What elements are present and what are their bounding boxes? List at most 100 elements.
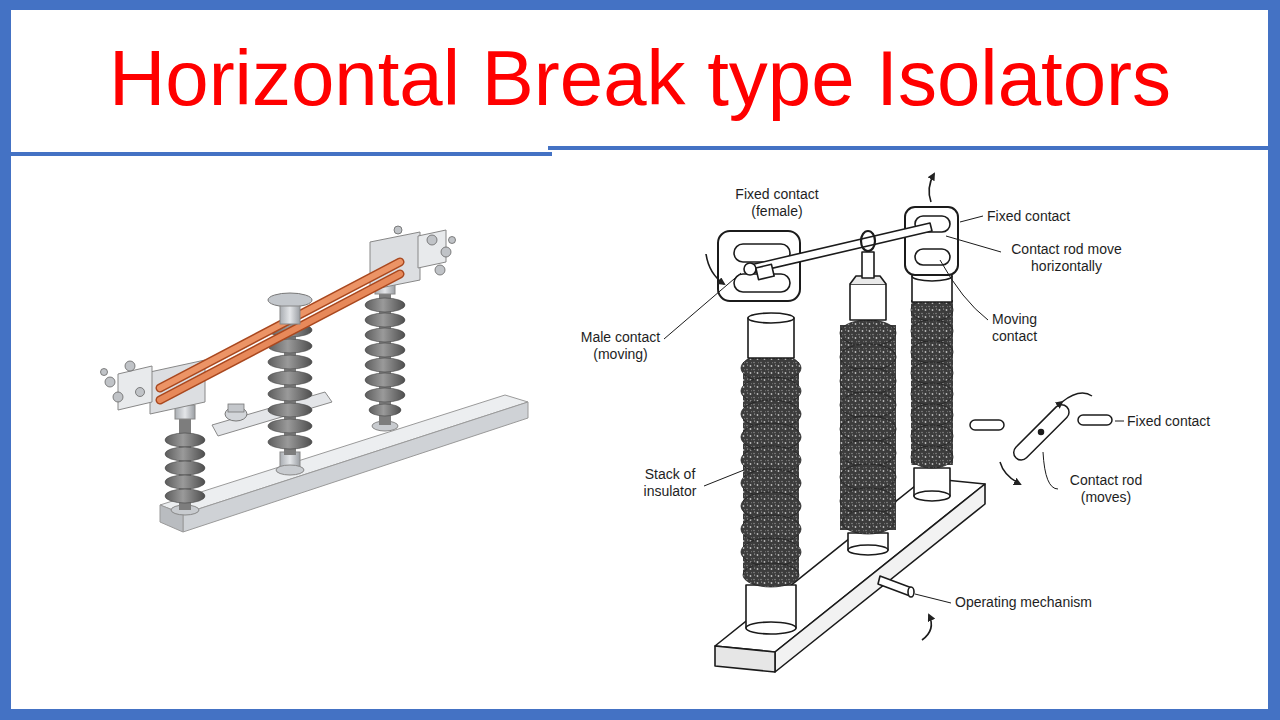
- isolator-line-drawing-part: [840, 325, 896, 530]
- label-holder: Contact rod (moves): [1061, 472, 1151, 506]
- isolator-render-part-part: [365, 313, 405, 327]
- isolator-render-part-part: [365, 343, 405, 357]
- isolator-render-part: [101, 361, 145, 402]
- isolator-render-part-part: [165, 433, 205, 447]
- contact-inset-sketch-part: [1000, 462, 1020, 484]
- isolator-line-drawing-part: [744, 263, 756, 275]
- isolator-line-drawing-part: [905, 207, 958, 275]
- contact-inset-sketch-part: [970, 420, 1004, 430]
- isolator-line-drawing-part: [861, 231, 875, 251]
- isolator-render-part-part: [160, 274, 400, 400]
- isolator-render-part-part: [160, 262, 400, 388]
- isolator-line-drawing-part-part: [840, 320, 896, 346]
- isolator-render-part: [365, 298, 405, 416]
- leader-lines-part: [1115, 421, 1124, 422]
- isolator-line-drawing-part-part: [911, 404, 953, 426]
- isolator-render-part-part: [365, 298, 405, 312]
- isolator-line-drawing-part-part: [743, 563, 799, 587]
- isolator-render-part: [268, 293, 312, 307]
- contact-inset-sketch-part: [1011, 402, 1073, 464]
- isolator-line-drawing-part: [715, 478, 985, 652]
- isolator-render-part-part: [268, 435, 312, 449]
- isolator-line-drawing-part: [746, 622, 796, 634]
- contact-inset-sketch-part: [1062, 393, 1092, 402]
- isolator-render-part-part: [268, 371, 312, 385]
- slide-title: Horizontal Break type Isolators: [109, 36, 1171, 122]
- title-rule: [11, 148, 1268, 154]
- isolator-line-drawing-part: [706, 254, 724, 284]
- isolator-render-part-part: [165, 461, 205, 475]
- part-label: Fixed contact: [1127, 413, 1210, 430]
- isolator-render-part-part: [365, 373, 405, 387]
- leader-lines-part: [664, 273, 741, 339]
- leader-lines-part: [915, 594, 951, 603]
- isolator-render-part: [165, 433, 205, 503]
- isolator-render-part-part: [113, 392, 123, 402]
- isolator-line-drawing-part: [914, 491, 950, 501]
- isolator-line-drawing-part: [750, 223, 932, 273]
- isolator-line-drawing-part-part: [911, 320, 953, 342]
- part-label: Operating mechanism: [955, 594, 1092, 611]
- leader-lines-part: [960, 216, 983, 222]
- contact-inset-sketch: [970, 393, 1112, 484]
- isolator-line-drawing-part: [915, 249, 950, 265]
- isolator-render-part-part: [165, 489, 205, 503]
- isolator-render-part-part: [268, 355, 312, 369]
- leader-lines-part: [940, 260, 988, 320]
- part-label: Fixed contact: [987, 208, 1070, 225]
- isolator-line-drawing: [706, 174, 985, 672]
- isolator-line-drawing-part-part: [911, 341, 953, 363]
- isolator-line-drawing-part: [911, 299, 953, 468]
- isolator-render-part-part: [268, 419, 312, 433]
- isolator-render-part-part: [369, 404, 401, 416]
- leader-lines-part: [1043, 452, 1058, 489]
- isolator-line-drawing-part-part: [842, 510, 894, 534]
- isolator-line-drawing-part: [922, 615, 931, 640]
- isolator-line-drawing-part-part: [840, 440, 896, 466]
- isolator-render-part-part: [125, 361, 135, 371]
- label-holder: Moving contact: [992, 311, 1056, 345]
- isolator-render-part: [212, 392, 332, 436]
- isolator-line-drawing-part-part: [840, 368, 896, 394]
- label-holder: Stack of insulator: [634, 466, 706, 500]
- isolator-line-drawing-part: [908, 587, 914, 597]
- isolator-line-drawing-part: [848, 545, 888, 555]
- part-label: Fixed contact (female): [729, 186, 825, 220]
- isolator-line-drawing-part-part: [840, 416, 896, 442]
- label-holder: Male contact (moving): [573, 329, 668, 363]
- leader-lines-part: [704, 470, 744, 486]
- isolator-render-part-part: [365, 388, 405, 402]
- isolator-render-part-part: [101, 369, 108, 376]
- isolator-render-part: [160, 395, 528, 514]
- isolator-render-part-part: [365, 328, 405, 342]
- isolator-render-part: [394, 226, 456, 275]
- isolator-render-part-part: [449, 237, 456, 244]
- isolator-line-drawing-part-part: [911, 446, 953, 468]
- title-holder: Horizontal Break type Isolators: [0, 36, 1280, 122]
- isolator-line-drawing-part: [862, 252, 874, 278]
- isolator-render-part: [160, 262, 400, 400]
- isolator-render-part-part: [105, 377, 115, 387]
- isolator-render-part-part: [268, 403, 312, 417]
- isolator-render-part-part: [160, 274, 400, 400]
- isolator-render-part: [118, 366, 152, 410]
- isolator-line-drawing-part-part: [741, 538, 801, 566]
- isolator-line-drawing-part-part: [840, 392, 896, 418]
- isolator-line-drawing-part-part: [911, 383, 953, 405]
- isolator-line-drawing-part: [878, 576, 912, 596]
- isolator-line-drawing-part: [741, 354, 801, 587]
- isolator-line-drawing-part: [929, 174, 934, 202]
- isolator-render-part-part: [160, 262, 400, 388]
- isolator-line-drawing-part: [715, 646, 775, 672]
- isolator-line-drawing-part-part: [911, 362, 953, 384]
- isolator-line-drawing-part: [840, 320, 896, 534]
- isolator-render-part-part: [136, 388, 145, 397]
- isolator-render-part-part: [394, 226, 402, 234]
- isolator-render-part: [276, 465, 304, 475]
- isolator-render-part-part: [268, 387, 312, 401]
- label-holder: Fixed contact (female): [729, 186, 825, 220]
- contact-inset-sketch-part: [1039, 430, 1044, 435]
- title-rule-part: [548, 146, 1268, 150]
